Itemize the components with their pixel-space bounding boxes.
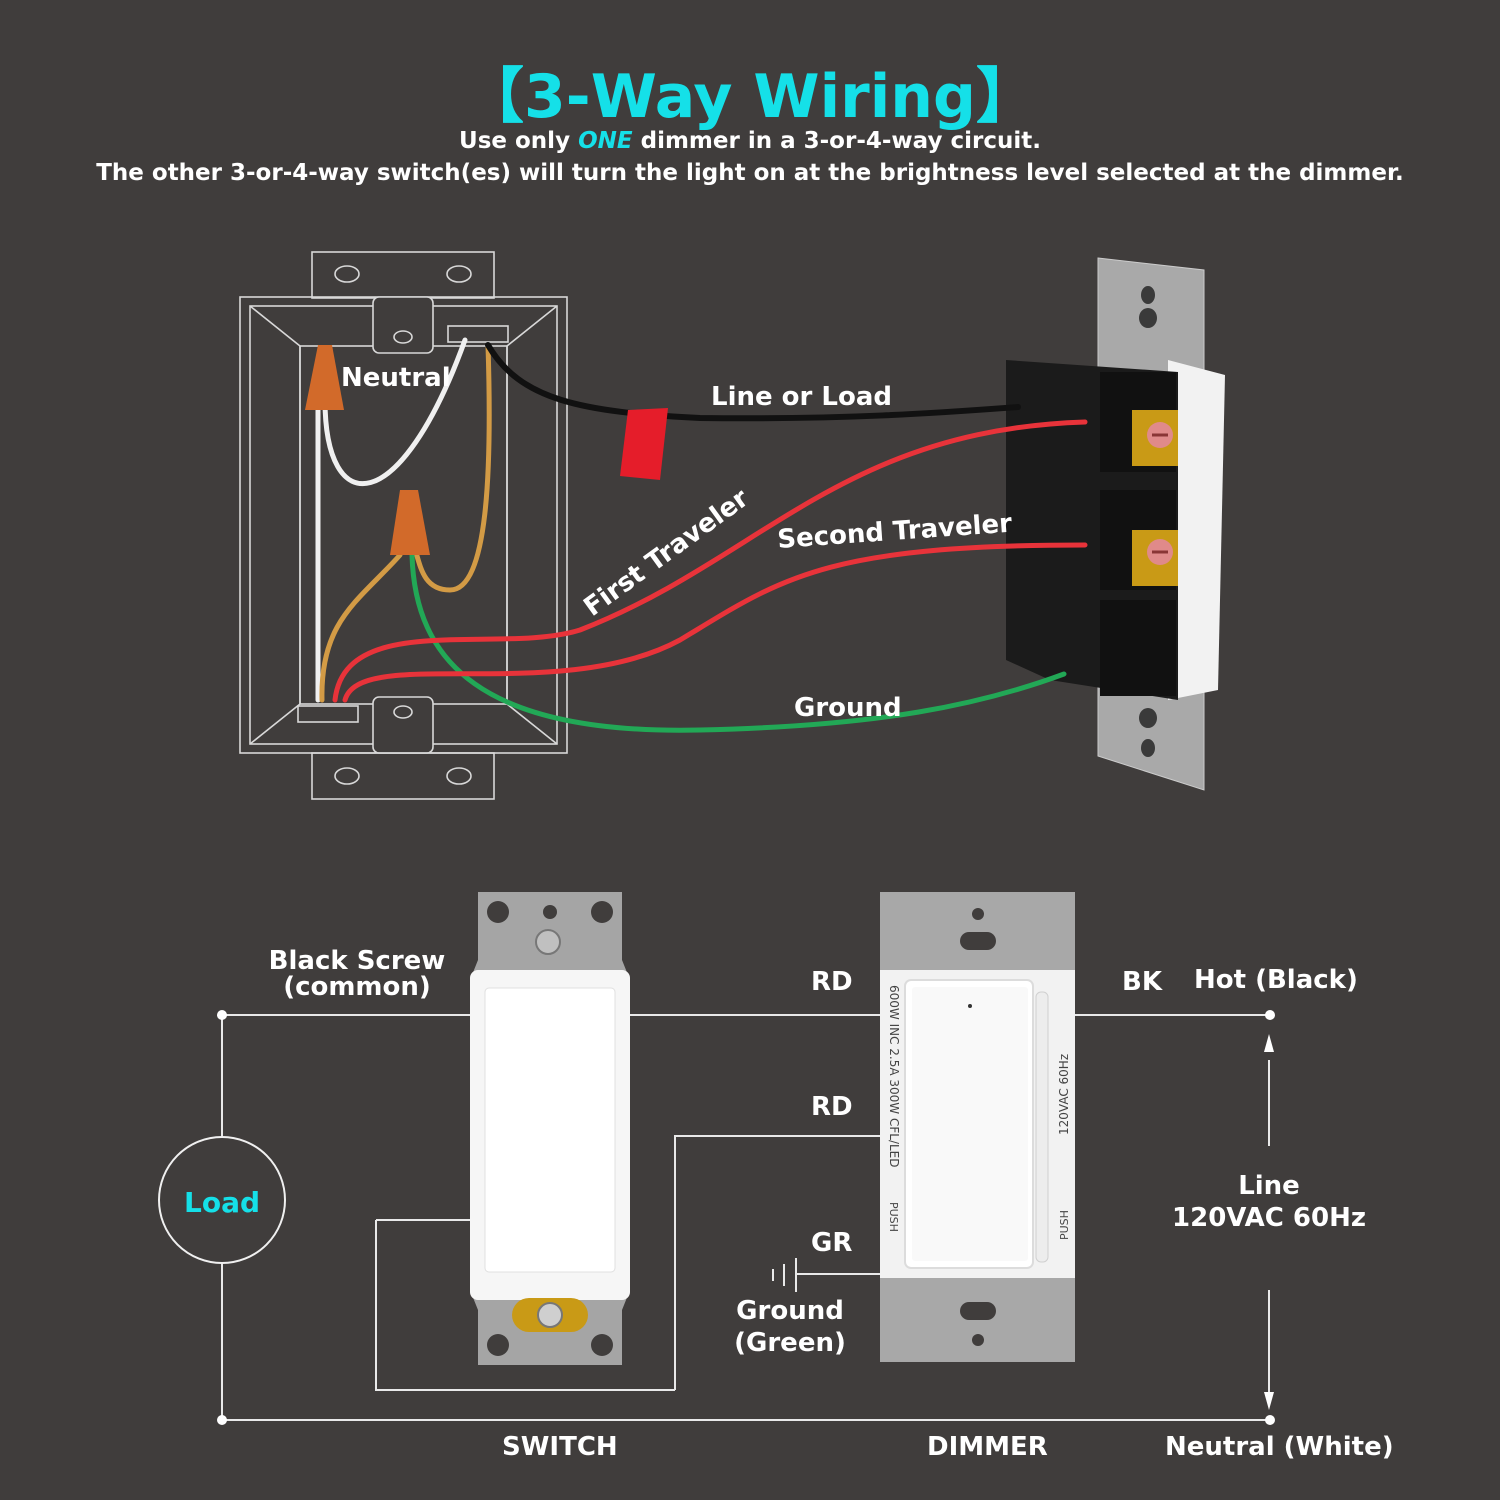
load-circle <box>158 1136 286 1264</box>
wires <box>315 337 1088 733</box>
dimmer-rating-text: 600W INC 2.5A 300W CFL/LED <box>887 985 901 1168</box>
black-screw-line-1: Black Screw <box>268 946 446 976</box>
neutral-white-label: Neutral (White) <box>1165 1432 1394 1462</box>
electrical-box <box>239 251 568 800</box>
line-or-load-label: Line or Load <box>711 382 892 412</box>
dimmer-voltage-text: 120VAC 60Hz <box>1057 1054 1071 1135</box>
dimmer-push-right: PUSH <box>1058 1210 1071 1240</box>
switch-label: SWITCH <box>502 1432 618 1462</box>
bk-label: BK <box>1122 967 1162 997</box>
subtitle-text-before: Use only <box>459 128 579 154</box>
dimmer-label: DIMMER <box>927 1432 1048 1462</box>
subtitle-emphasis: ONE <box>578 128 633 154</box>
terminal-dots <box>217 1010 1275 1425</box>
ground-label: Ground <box>794 693 902 723</box>
arrow-heads <box>1264 1034 1274 1410</box>
line-label: Line <box>1238 1171 1300 1201</box>
schematic-diagram: Load 600W INC 2.5A 300W CFL/LED 120VAC 6… <box>158 892 1275 1425</box>
ground-line-2: (Green) <box>734 1328 846 1358</box>
neutral-label: Neutral <box>341 363 451 393</box>
rd-middle-label: RD <box>811 1092 853 1122</box>
black-screw-line-2: (common) <box>283 972 431 1002</box>
wire-nut-neutral <box>305 345 344 410</box>
ground-symbol <box>772 1258 797 1292</box>
dimmer-device-front: 600W INC 2.5A 300W CFL/LED 120VAC 60Hz P… <box>880 892 1075 1362</box>
box-wiring-diagram: Neutral Line or Load First Traveler Seco… <box>239 251 1225 800</box>
gr-label: GR <box>811 1228 853 1258</box>
hot-black-label: Hot (Black) <box>1194 965 1358 995</box>
schematic-wires <box>221 1014 1270 1421</box>
subtitle-line-1: Use only ONE dimmer in a 3-or-4-way circ… <box>0 128 1500 154</box>
page-title: 【3-Way Wiring】 <box>464 62 1036 132</box>
load-label: Load <box>184 1186 260 1219</box>
subtitle-line-2: The other 3-or-4-way switch(es) will tur… <box>96 160 1404 186</box>
line-supply-label: Line 120VAC 60Hz <box>1150 1171 1388 1233</box>
subtitle-text-after: dimmer in a 3-or-4-way circuit. <box>632 128 1041 154</box>
ground-green-label: Ground (Green) <box>700 1296 880 1358</box>
line-voltage-label: 120VAC 60Hz <box>1172 1203 1366 1233</box>
ground-line-1: Ground <box>736 1296 844 1326</box>
dimmer-push-left: PUSH <box>887 1202 900 1232</box>
rd-top-label: RD <box>811 967 853 997</box>
three-way-switch <box>470 892 630 1365</box>
wire-nut-ground <box>390 490 430 555</box>
black-screw-label: Black Screw (common) <box>262 946 452 1002</box>
dimmer-device-side <box>1006 257 1225 791</box>
